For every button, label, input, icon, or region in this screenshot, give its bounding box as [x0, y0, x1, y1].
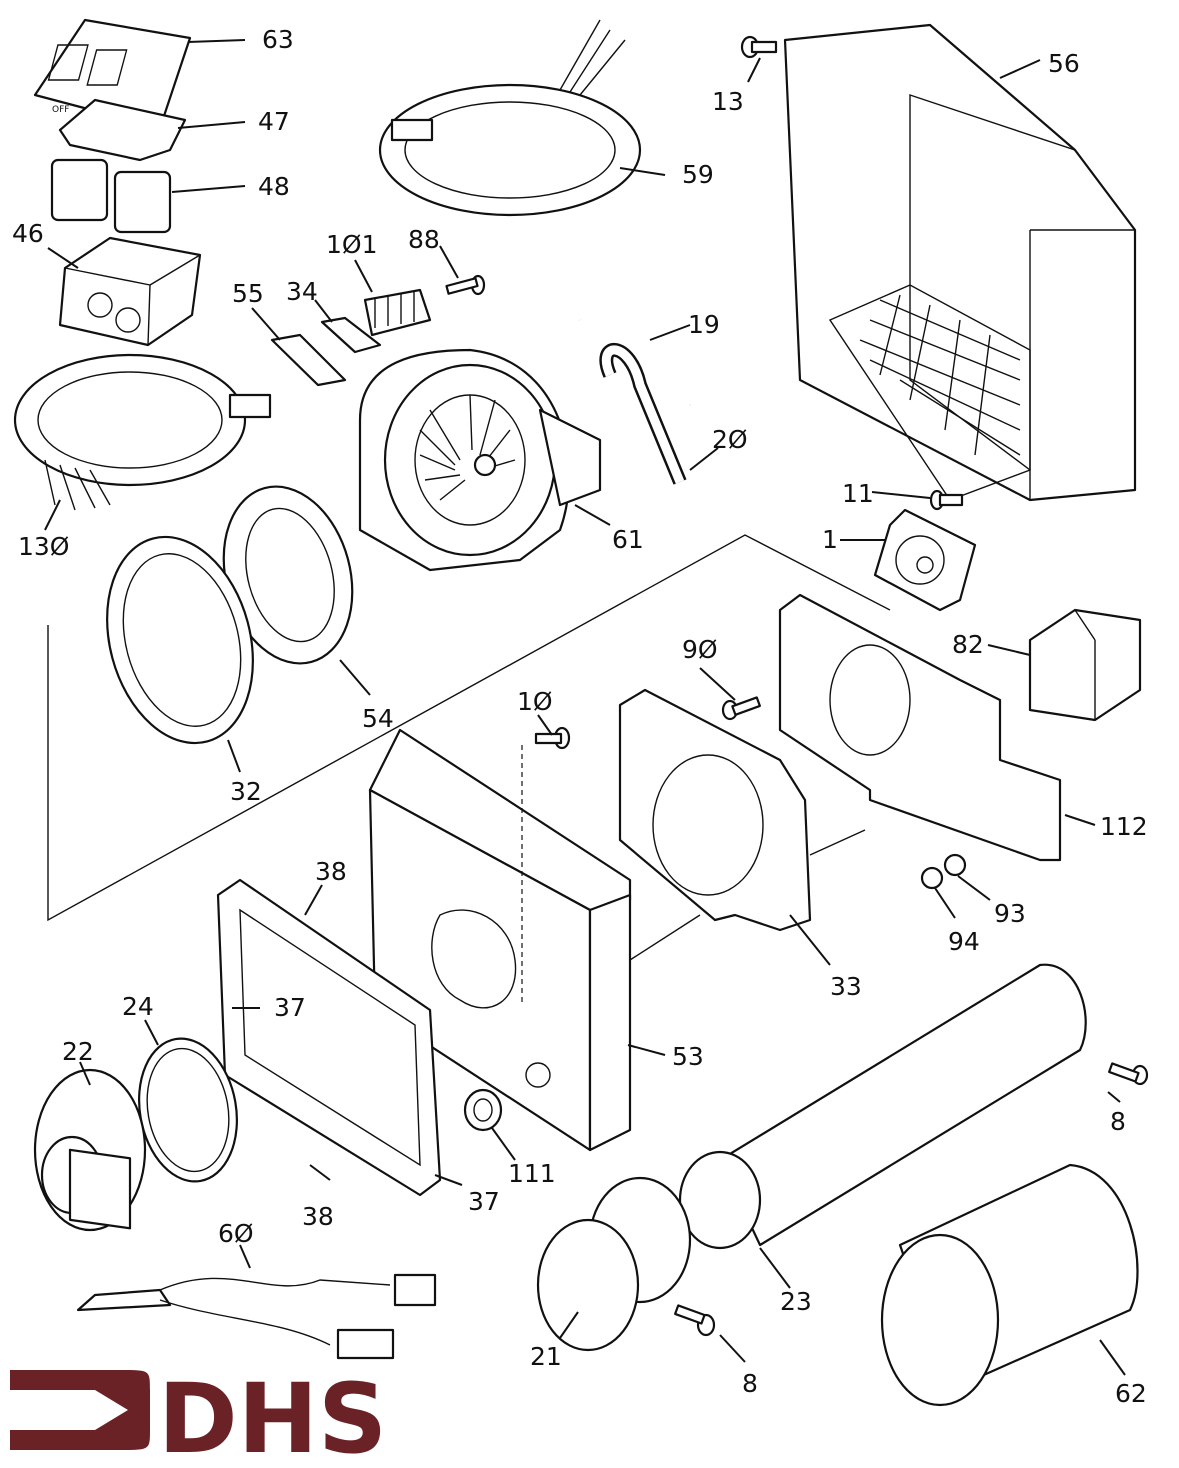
label-37-left: 37	[274, 993, 306, 1022]
wire-harness-60	[76, 1273, 437, 1360]
label-111: 111	[508, 1159, 556, 1188]
outer-tube-62	[880, 1163, 1139, 1407]
screw-10	[534, 726, 571, 750]
label-112: 112	[1100, 812, 1148, 841]
label-38-top: 38	[315, 857, 347, 886]
end-cap-21	[536, 1176, 692, 1352]
screw-11	[929, 489, 964, 511]
label-23: 23	[780, 1287, 812, 1316]
label-8-right: 8	[1110, 1107, 1126, 1136]
label-48: 48	[258, 172, 290, 201]
label-130: 13Ø	[18, 532, 70, 561]
label-62: 62	[1115, 1379, 1147, 1408]
label-10: 1Ø	[517, 687, 553, 716]
label-54: 54	[362, 704, 394, 733]
hood-56	[783, 23, 1137, 502]
label-34: 34	[286, 277, 318, 306]
label-19: 19	[688, 310, 720, 339]
label-13: 13	[712, 87, 744, 116]
off-label: OFF	[52, 105, 69, 115]
label-59: 59	[682, 160, 714, 189]
label-33: 33	[830, 972, 862, 1001]
label-94: 94	[948, 927, 980, 956]
screw-88	[445, 274, 486, 296]
label-56: 56	[1048, 49, 1080, 78]
label-37-bottom: 37	[468, 1187, 500, 1216]
label-53: 53	[672, 1042, 704, 1071]
label-47: 47	[258, 107, 290, 136]
nut-93	[943, 853, 967, 877]
label-11: 11	[842, 479, 874, 508]
logo-arrow-icon	[10, 1370, 150, 1450]
cover-box-82	[1028, 608, 1142, 722]
bracket-112	[778, 593, 1062, 862]
housing-53	[368, 728, 632, 1152]
screw-13	[740, 35, 778, 59]
assembly-line	[47, 534, 891, 922]
terminal-block	[363, 288, 432, 337]
label-8-bottom: 8	[742, 1369, 758, 1398]
dhs-logo: DHS	[10, 1363, 387, 1468]
insulator-34	[320, 316, 382, 354]
mounting-bracket	[58, 98, 187, 162]
label-93: 93	[994, 899, 1026, 928]
power-cord-130	[13, 353, 272, 511]
pressure-switch	[873, 508, 977, 612]
logo-text: DHS	[158, 1363, 387, 1468]
label-88: 88	[408, 225, 440, 254]
blower-61	[358, 348, 602, 572]
mounting-plate-33	[618, 688, 812, 932]
plate-55	[270, 333, 347, 387]
label-24: 24	[122, 992, 154, 1021]
vent-grille	[859, 294, 1021, 456]
wire-harness-59	[378, 19, 642, 217]
label-38-bottom: 38	[302, 1202, 334, 1231]
label-90: 9Ø	[682, 635, 718, 664]
label-63: 63	[262, 25, 294, 54]
part-labels: 63 47 48 46 59 13 56 1Ø1 88 34 55 19 2Ø …	[12, 25, 1148, 1408]
label-1: 1	[822, 525, 838, 554]
label-60: 6Ø	[218, 1219, 254, 1248]
label-46: 46	[12, 219, 44, 248]
junction-box	[58, 236, 202, 347]
screw-90	[721, 696, 761, 721]
label-61: 61	[612, 525, 644, 554]
label-20: 2Ø	[712, 425, 748, 454]
label-55: 55	[232, 279, 264, 308]
label-22: 22	[62, 1037, 94, 1066]
heat-tube-23	[678, 963, 1087, 1250]
label-32: 32	[230, 777, 262, 806]
screw-8a	[1108, 1062, 1149, 1086]
screw-8b	[674, 1304, 716, 1337]
label-101: 1Ø1	[326, 230, 378, 259]
label-82: 82	[952, 630, 984, 659]
burner-22	[33, 1068, 147, 1232]
grommet-111	[463, 1088, 503, 1132]
label-21: 21	[530, 1342, 562, 1371]
washer-94	[920, 866, 944, 890]
gasket-32	[106, 535, 254, 745]
rocker-switches	[50, 158, 172, 234]
